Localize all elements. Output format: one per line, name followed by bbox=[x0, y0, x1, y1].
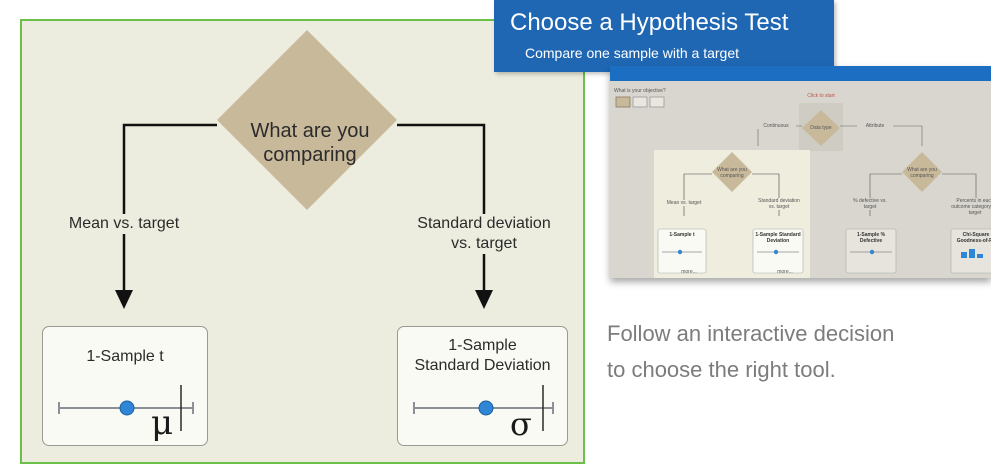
tool-card-1-sample-t[interactable]: 1-Sample t μ bbox=[42, 326, 208, 446]
decision-diamond[interactable] bbox=[217, 30, 397, 210]
number-line-icon bbox=[413, 385, 554, 431]
thumb-branch-mean: Mean vs. target bbox=[662, 200, 706, 206]
banner-subtitle: Compare one sample with a target bbox=[525, 45, 739, 61]
thumb-attribute: Attribute bbox=[857, 123, 893, 129]
thumb-more-1[interactable]: more... bbox=[681, 269, 697, 275]
tool-card-title: 1-Sample t bbox=[86, 348, 164, 365]
thumb-branch-stdev: Standard deviation vs. target bbox=[755, 198, 803, 210]
right-arrowhead bbox=[475, 290, 493, 309]
thumbnail-titlebar bbox=[610, 66, 991, 81]
thumb-tool-defective: 1-Sample % Defective bbox=[856, 232, 886, 244]
flowchart-zoom-panel: What are you comparing Mean vs. target S… bbox=[20, 19, 585, 464]
decision-label: What are you comparing bbox=[250, 120, 370, 166]
thumb-continuous: Continuous bbox=[756, 123, 796, 129]
thumb-more-2[interactable]: more... bbox=[777, 269, 793, 275]
branch-label-stdev: Standard deviation vs. target bbox=[396, 214, 572, 254]
thumb-decision: What are you comparing bbox=[717, 167, 747, 179]
thumb-decision-right: What are you comparing bbox=[907, 167, 937, 179]
caption-line-2: to choose the right tool. bbox=[607, 357, 836, 382]
thumb-branch-defective: % defective vs. target bbox=[848, 198, 892, 210]
caption-line-1: Follow an interactive decision bbox=[607, 321, 895, 346]
number-line-icon bbox=[58, 385, 194, 431]
thumb-tool-1-sample-t: 1-Sample t bbox=[669, 232, 695, 238]
title-banner: Choose a Hypothesis Test Compare one sam… bbox=[494, 0, 834, 72]
mu-symbol: μ bbox=[151, 403, 174, 443]
tool-card-1-sample-stdev[interactable]: 1-Sample Standard Deviation σ bbox=[397, 326, 568, 446]
left-connector bbox=[122, 123, 217, 292]
tool-card-title: 1-Sample Standard Deviation bbox=[414, 337, 551, 374]
thumbnail-flowchart bbox=[615, 96, 991, 278]
banner-title: Choose a Hypothesis Test bbox=[510, 9, 789, 36]
thumb-tool-chi-square: Chi-Square Goodness-of-Fit bbox=[956, 232, 991, 244]
thumb-click-to-start: Click to start bbox=[807, 93, 835, 99]
left-arrowhead bbox=[115, 290, 133, 309]
thumb-objective-label: What is your objective? bbox=[614, 88, 666, 94]
assistant-thumbnail[interactable]: What is your objective? Click to start D… bbox=[610, 66, 991, 278]
right-connector bbox=[397, 123, 486, 292]
branch-label-mean: Mean vs. target bbox=[44, 214, 204, 234]
thumb-data-type: Data type bbox=[810, 125, 832, 131]
sigma-symbol: σ bbox=[510, 405, 532, 443]
caption: Follow an interactive decision to choose… bbox=[607, 316, 991, 388]
thumb-branch-percents: Percents in each outcome category vs. ta… bbox=[950, 198, 991, 216]
thumb-tool-stdev: 1-Sample Standard Deviation bbox=[755, 232, 801, 244]
